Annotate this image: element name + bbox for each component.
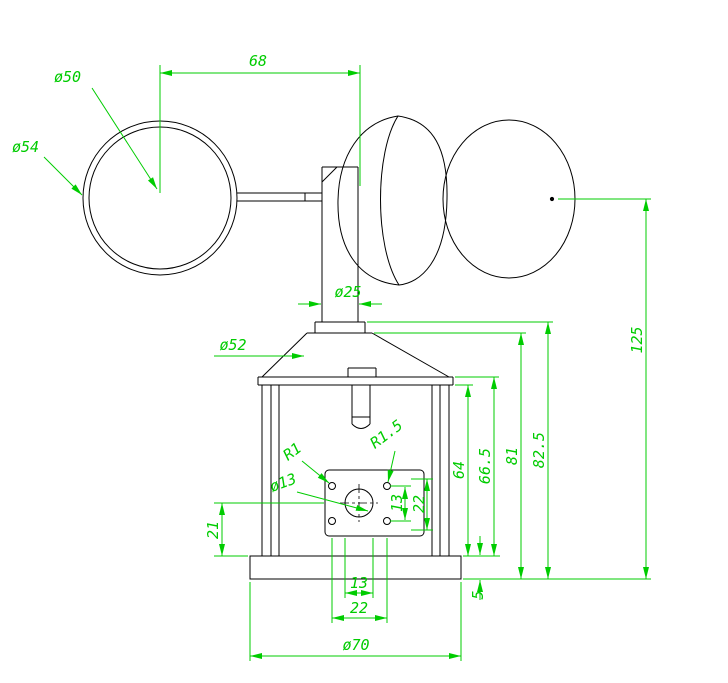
dim-label-21: 21 — [204, 521, 222, 539]
dim-label-r1-5: R1.5 — [367, 416, 407, 452]
anemometer-geometry — [82, 115, 576, 580]
dim-label-66-5: 66.5 — [476, 448, 494, 484]
dim-label-dia-52: ø52 — [219, 336, 246, 354]
dim-label-base-22: 22 — [350, 599, 368, 617]
dim-label-82-5: 82.5 — [530, 432, 548, 468]
dim-label-dia-70: ø70 — [342, 636, 369, 654]
center-cup-outline — [337, 115, 448, 286]
dim-label-64: 64 — [450, 461, 468, 479]
dim-label-81: 81 — [503, 447, 521, 465]
dimension-lines — [160, 70, 649, 659]
dim-label-5: 5 — [469, 590, 487, 599]
center-hole-crosshair — [340, 484, 378, 522]
dim-label-span-68: 68 — [249, 52, 267, 70]
dim-label-125: 125 — [628, 326, 646, 353]
dim-label-plate-13: 13 — [388, 494, 406, 512]
dim-label-plate-22: 22 — [410, 495, 428, 513]
corner-hole — [328, 482, 336, 490]
corner-hole — [383, 517, 391, 525]
leader-lines — [43, 87, 396, 512]
dim-label-dia-50: ø50 — [54, 68, 81, 86]
corner-hole — [383, 482, 391, 490]
dim-label-dia-13: ø13 — [267, 470, 299, 496]
base-plate — [249, 555, 462, 580]
dim-label-dia-54: ø54 — [12, 138, 39, 156]
dim-label-base-13: 13 — [350, 574, 368, 592]
dimension-extension-lines — [159, 65, 651, 661]
corner-hole — [328, 517, 336, 525]
dim-label-r1: R1 — [280, 439, 305, 464]
right-cup-center-mark — [549, 196, 555, 202]
right-cup-outline — [442, 119, 576, 279]
center-cup-rim — [380, 115, 400, 286]
dim-label-dia-25: ø25 — [334, 283, 361, 301]
